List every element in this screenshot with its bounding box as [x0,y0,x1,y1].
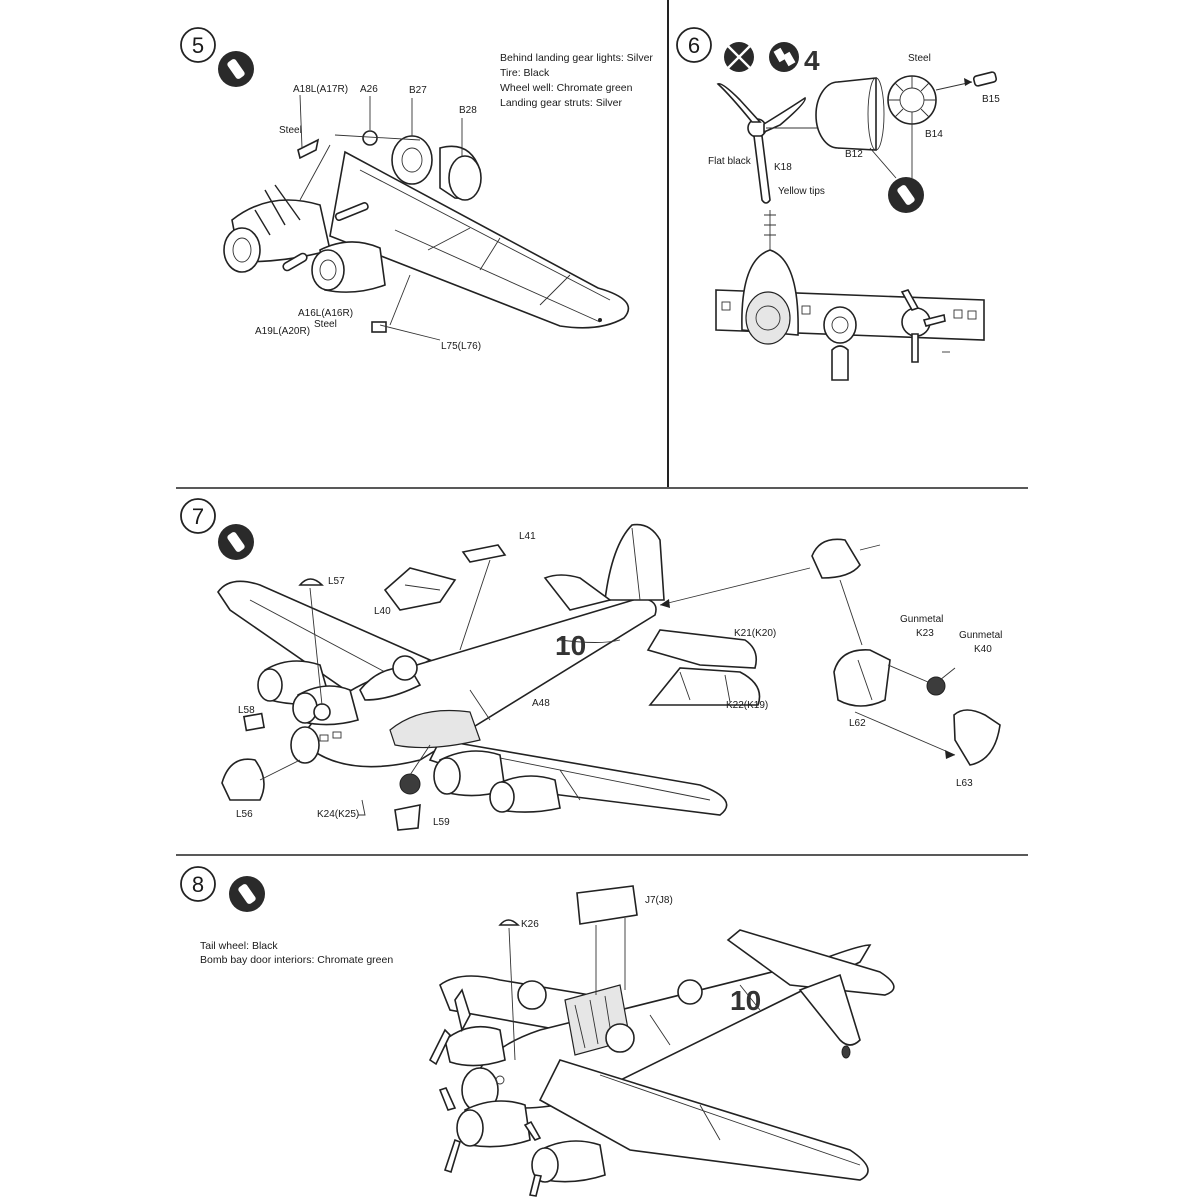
step-6-badge [676,27,712,63]
step-8-badge [180,866,216,902]
label-b12: B12 [845,149,863,160]
step-6-number: 6 [688,33,700,58]
panel-dividers [176,0,1028,856]
step-7-aircraft-drawing: 10 [217,523,1001,831]
label-k24: K24(K25) [317,809,359,820]
step-5-note-2: Tire: Black [500,67,550,79]
step-6-count: 4 [804,45,820,76]
label-b27: B27 [409,85,427,96]
step-5-note-4: Landing gear struts: Silver [500,97,622,109]
label-k26: K26 [521,919,539,930]
step-7-number: 7 [192,504,204,529]
paint-brush-icon [218,51,254,87]
paint-brush-icon-step6 [888,177,924,213]
step-5-panel: 5 Behind landing gear lights: Silver Tir… [180,27,653,352]
step-5-number: 5 [192,33,204,58]
step-7-badge [180,498,216,534]
label-k22: K22(K19) [726,700,768,711]
step-8-number: 8 [192,872,204,897]
label-b28: B28 [459,105,477,116]
label-gunmetal-1: Gunmetal [900,614,943,625]
label-flat-black: Flat black [708,156,752,167]
label-a48: A48 [532,698,550,709]
step-6-propeller-drawing [715,71,998,381]
label-l59: L59 [433,817,450,828]
step-7-fuselage-code: 10 [555,630,586,661]
label-steel-bottom: Steel [314,319,337,330]
label-yellow-tips: Yellow tips [778,186,825,197]
step-5-note-3: Wheel well: Chromate green [500,82,633,94]
label-l40: L40 [374,606,391,617]
step-8-note-1: Tail wheel: Black [200,940,278,952]
label-j7: J7(J8) [645,895,673,906]
label-gunmetal-2: Gunmetal [959,630,1002,641]
label-l58: L58 [238,705,255,716]
paint-brush-icon-step8 [229,876,265,912]
label-a16l: A16L(A16R) [298,308,353,319]
label-l62: L62 [849,718,866,729]
step-5-badge [180,27,216,63]
step-8-aircraft-drawing: 10 [428,885,895,1197]
label-a18l: A18L(A17R) [293,84,348,95]
step-7-panel: 7 [180,498,1002,831]
label-b15: B15 [982,94,1000,105]
step-6-panel: 6 4 [676,27,1000,381]
label-l41: L41 [519,531,536,542]
label-l63: L63 [956,778,973,789]
step-5-wing-drawing [223,94,630,341]
no-cement-icon [724,42,754,72]
label-l56: L56 [236,809,253,820]
label-k40: K40 [974,644,992,655]
step-8-fuselage-code: 10 [730,985,761,1016]
label-l75: L75(L76) [441,341,481,352]
label-b14: B14 [925,129,943,140]
step-8-note-2: Bomb bay door interiors: Chromate green [200,954,393,966]
step-8-panel: 8 Tail wheel: Black Bomb bay door interi… [180,866,895,1197]
paint-brush-icon-step7 [218,524,254,560]
label-k21: K21(K20) [734,628,776,639]
label-k18: K18 [774,162,792,173]
cement-tube-icon [769,42,799,72]
label-a19l: A19L(A20R) [255,326,310,337]
label-steel: Steel [908,53,931,64]
label-k23: K23 [916,628,934,639]
label-steel-top: Steel [279,125,302,136]
label-l57: L57 [328,576,345,587]
step-5-note-1: Behind landing gear lights: Silver [500,52,653,64]
label-a26: A26 [360,84,378,95]
